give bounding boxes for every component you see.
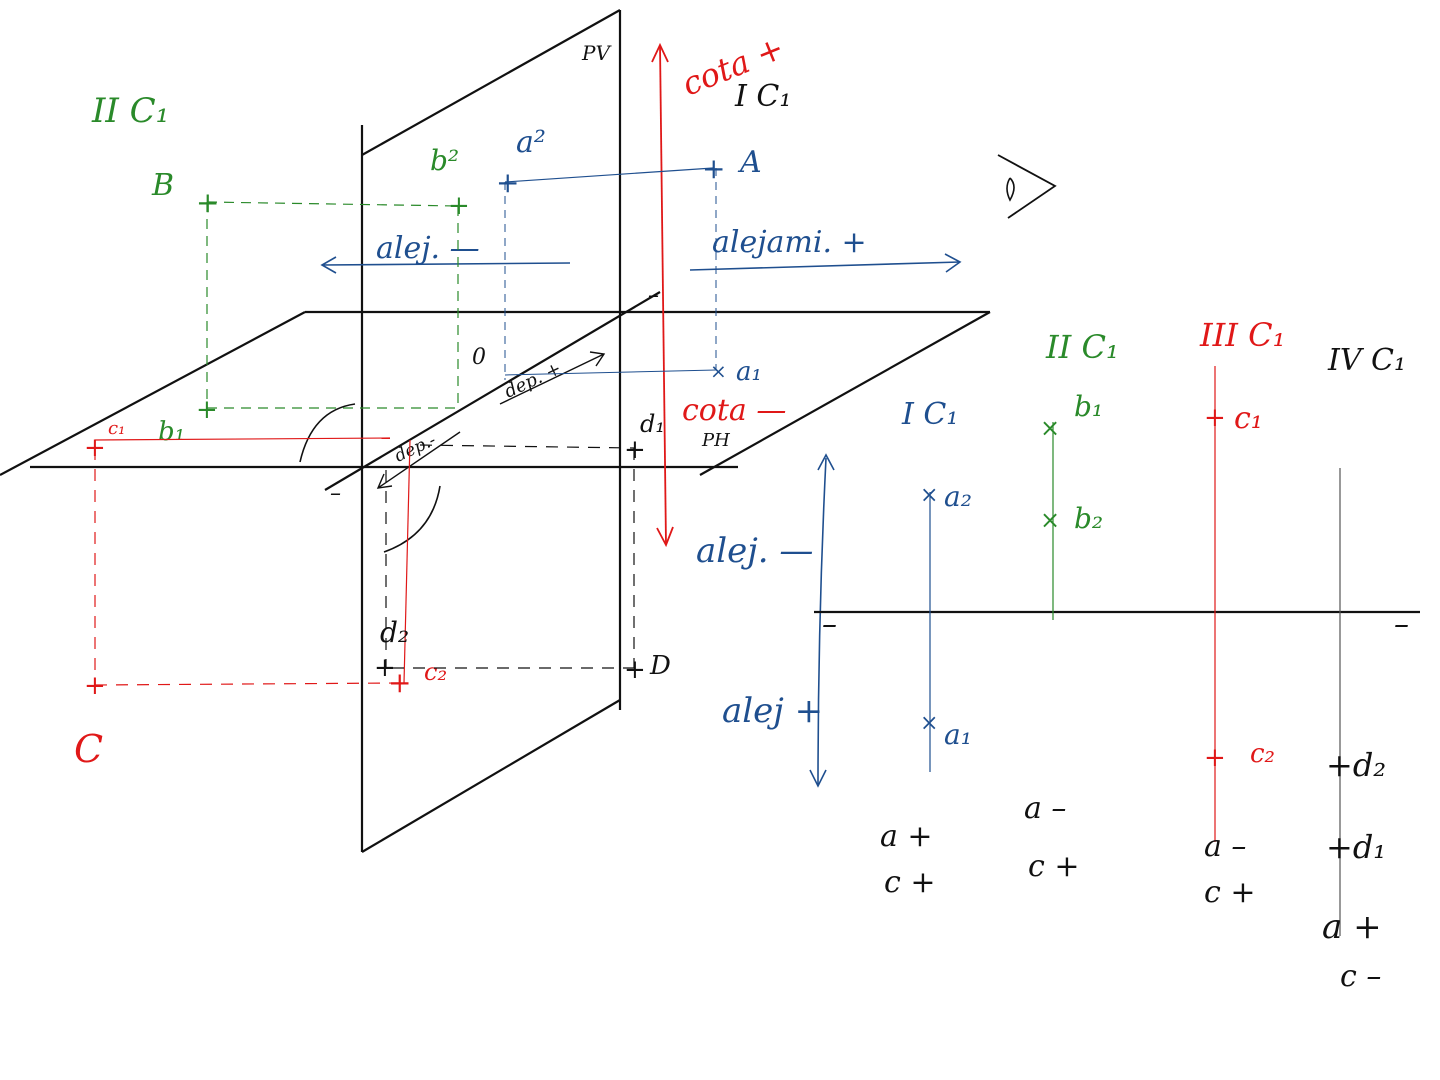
alej-positive-label: alejami. + (712, 225, 867, 260)
epure-d2-label: +d₂ (1326, 746, 1386, 784)
rotation-arc-ph (299, 403, 356, 463)
point-d-label: D (649, 651, 671, 681)
epure-quadrant-iii-label: III C₁ (1199, 316, 1285, 354)
point-d2-label: d₂ (380, 616, 409, 649)
plane-ph-label: PH (701, 430, 730, 451)
cota-minus-label: cota — (682, 393, 786, 428)
epure-quadrant-iv-label: IV C₁ (1327, 343, 1406, 378)
ph-left-edge (0, 311, 306, 476)
point-c1-mark: + (84, 433, 106, 463)
pv-top-edge (361, 9, 621, 156)
alej-negative-label: alej. — (376, 231, 480, 266)
epure-c1-label: c₁ (1234, 401, 1263, 436)
cota-arrow (651, 42, 674, 548)
quadrant-i-label: I C₁ (734, 79, 791, 114)
epure-b2-label: b₂ (1074, 502, 1103, 535)
point-c1-label: c₁ (108, 418, 125, 439)
point-c2-label: c₂ (424, 658, 447, 686)
plane-pv-label: PV (581, 41, 612, 65)
vertical-plane-pv (360, 9, 622, 853)
dep-positive-label: dep. + (501, 358, 564, 402)
point-a-label: A (737, 145, 762, 180)
point-a2-label: a² (516, 125, 546, 160)
point-d1-label: d₁ (640, 410, 665, 438)
pv-bottom-edge (361, 699, 621, 853)
horizontal-plane-ph (0, 291, 991, 491)
point-c-mark: + (84, 671, 106, 701)
point-d1-mark: + (624, 435, 646, 465)
alej-positive-lower-label: alej + (722, 691, 823, 731)
point-a2-mark: + (496, 166, 519, 199)
point-b-projections (206, 201, 459, 409)
oy-axis (324, 291, 661, 491)
point-b2-label: b² (430, 144, 459, 177)
epure-col3-sign-a: a – (1204, 829, 1246, 864)
epure-a1-mark: × (920, 711, 938, 736)
epure-quadrant-ii-label: II C₁ (1045, 328, 1119, 366)
point-c-label: C (74, 727, 103, 771)
eye-icon (997, 154, 1057, 219)
point-b2-mark: + (448, 191, 470, 221)
epure-b1-label: b₁ (1074, 390, 1103, 423)
point-b1-label: b₁ (158, 417, 185, 447)
point-d2-mark: + (374, 653, 396, 683)
epure-col4-sign-a: a + (1322, 907, 1382, 947)
dep-negative-arrow (376, 431, 461, 489)
alej-left-arrow (320, 256, 571, 274)
epure-b1-mark: × (1040, 414, 1060, 442)
point-b1-mark: + (196, 395, 218, 425)
point-c-projections (94, 437, 411, 686)
alej-negative-lower-label: alej. — (696, 531, 813, 571)
point-b-mark: + (196, 186, 219, 219)
epure-a2-label: a₂ (944, 480, 972, 513)
point-a1-label: a₁ (736, 357, 762, 387)
quadrant-ii-label: II C₁ (91, 91, 169, 131)
alej-right-arrow (689, 253, 962, 273)
axis-minus-bottom: – (330, 481, 341, 506)
point-d-projections (385, 444, 635, 669)
epure-quadrant-i-label: I C₁ (901, 397, 958, 432)
alej-lower-arrow (809, 453, 835, 788)
epure-minus-left: – (822, 607, 837, 642)
epure-c1-mark: + (1204, 403, 1226, 433)
point-a-projections (504, 167, 717, 380)
epure-a2-mark: × (920, 483, 938, 508)
epure-c2-label: c₂ (1250, 739, 1275, 769)
point-a1-mark: × (710, 359, 727, 383)
origin-label: 0 (472, 345, 486, 370)
epure-col1-sign-c: c + (884, 865, 935, 900)
epure-col2-sign-a: a – (1024, 791, 1066, 826)
epure-col3-sign-c: c + (1204, 875, 1255, 910)
dep-positive-arrow (499, 351, 606, 405)
axis-minus-top: – (648, 283, 659, 308)
ph-right-edge (699, 311, 991, 476)
point-a-mark: + (702, 152, 725, 185)
epure-col4-sign-c: c – (1340, 959, 1381, 994)
point-b-label: B (151, 168, 174, 203)
epure-c2-mark: + (1204, 743, 1226, 773)
epure-a1-label: a₁ (944, 718, 972, 751)
rotation-arc-pv (383, 485, 441, 553)
epure-col1-sign-a: a + (880, 819, 933, 854)
point-d-mark: + (624, 655, 646, 685)
point-c2-mark: + (388, 666, 411, 699)
epure-col2-sign-c: c + (1028, 849, 1079, 884)
epure-d1-label: +d₁ (1326, 828, 1386, 866)
epure-minus-right: – (1394, 607, 1409, 642)
epure-b2-mark: × (1040, 506, 1060, 534)
